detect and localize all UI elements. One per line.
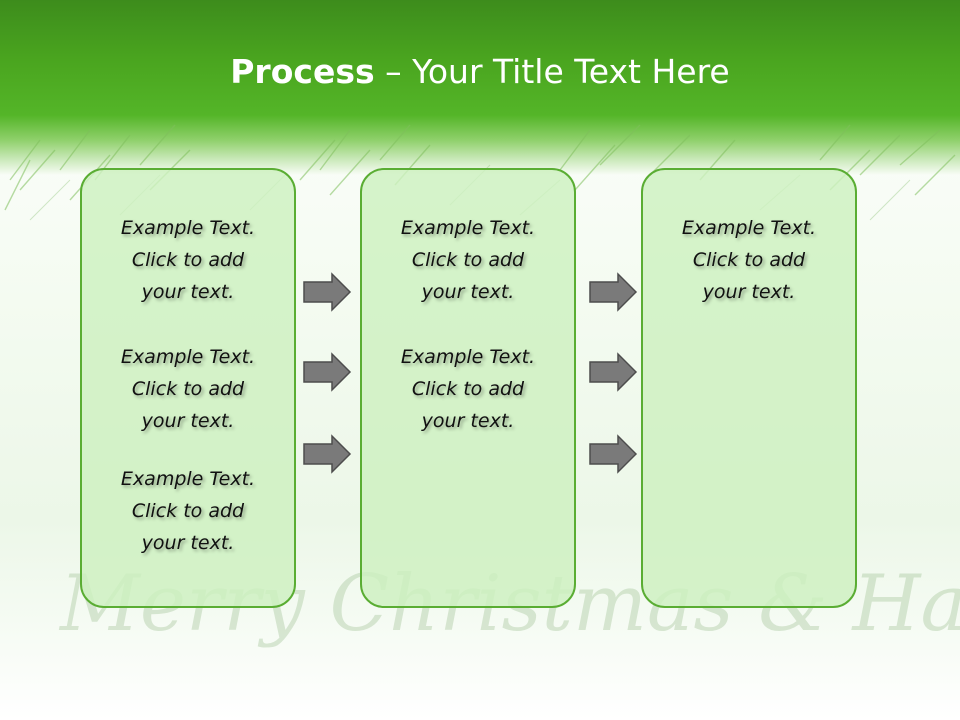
text-line: Click to add bbox=[131, 500, 245, 522]
text-line: Click to add bbox=[131, 249, 245, 271]
arrow-right-icon bbox=[589, 352, 638, 392]
text-line: your text. bbox=[141, 532, 235, 554]
text-block[interactable]: Example Text. Click to add your text. bbox=[82, 212, 294, 308]
title-strong: Process bbox=[230, 52, 375, 91]
title-rest: – Your Title Text Here bbox=[374, 52, 730, 91]
text-line: Click to add bbox=[131, 378, 245, 400]
text-line: Example Text. bbox=[120, 468, 256, 490]
text-line: Click to add bbox=[692, 249, 806, 271]
text-line: Example Text. bbox=[400, 217, 536, 239]
text-line: your text. bbox=[421, 410, 515, 432]
arrow-right-icon bbox=[589, 272, 638, 312]
slide-title[interactable]: Process – Your Title Text Here bbox=[0, 52, 960, 91]
text-line: your text. bbox=[141, 281, 235, 303]
text-block[interactable]: Example Text. Click to add your text. bbox=[82, 341, 294, 437]
text-line: Click to add bbox=[411, 378, 525, 400]
text-line: your text. bbox=[702, 281, 796, 303]
process-box-3[interactable]: Example Text. Click to add your text. bbox=[641, 168, 857, 608]
text-block[interactable]: Example Text. Click to add your text. bbox=[362, 212, 574, 308]
text-line: Example Text. bbox=[120, 346, 256, 368]
text-line: Example Text. bbox=[681, 217, 817, 239]
process-box-2[interactable]: Example Text. Click to add your text. Ex… bbox=[360, 168, 576, 608]
arrow-right-icon bbox=[303, 352, 352, 392]
text-line: Example Text. bbox=[400, 346, 536, 368]
text-line: your text. bbox=[421, 281, 515, 303]
process-box-1[interactable]: Example Text. Click to add your text. Ex… bbox=[80, 168, 296, 608]
arrow-right-icon bbox=[589, 434, 638, 474]
text-block[interactable]: Example Text. Click to add your text. bbox=[362, 341, 574, 437]
text-line: your text. bbox=[141, 410, 235, 432]
text-line: Click to add bbox=[411, 249, 525, 271]
text-block[interactable]: Example Text. Click to add your text. bbox=[82, 463, 294, 559]
text-block[interactable]: Example Text. Click to add your text. bbox=[643, 212, 855, 308]
arrow-right-icon bbox=[303, 272, 352, 312]
header-band bbox=[0, 0, 960, 175]
text-line: Example Text. bbox=[120, 217, 256, 239]
arrow-right-icon bbox=[303, 434, 352, 474]
